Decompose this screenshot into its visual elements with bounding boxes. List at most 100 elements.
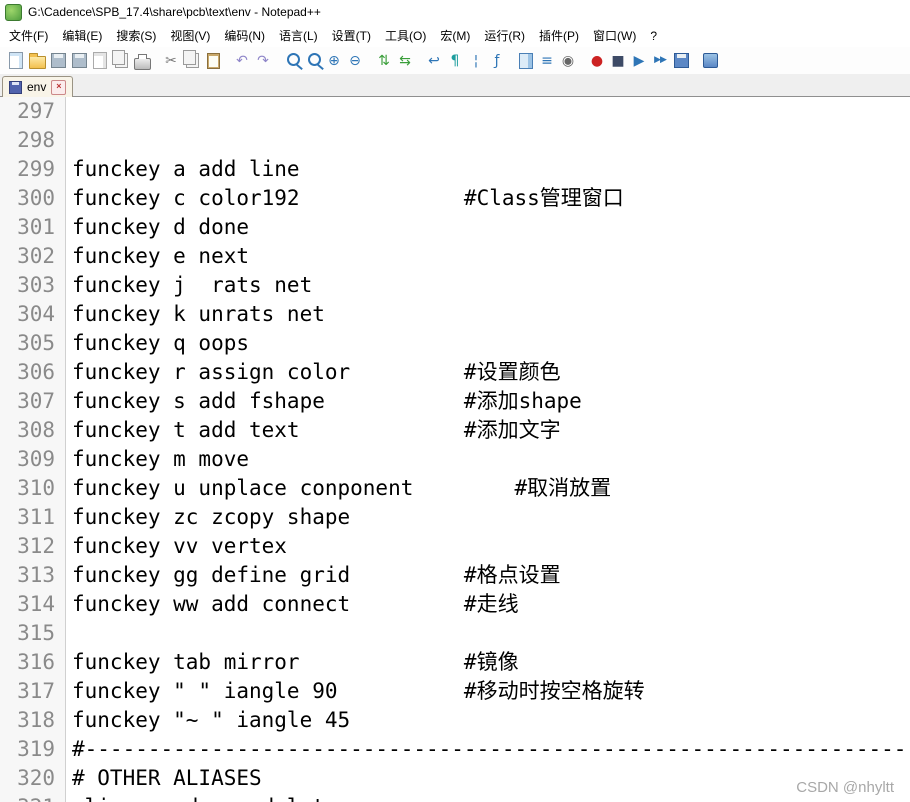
line-text[interactable]: funckey c color192 #Class管理窗口: [72, 186, 624, 210]
indent-guide-icon[interactable]: ¦: [473, 52, 479, 69]
menu-encoding[interactable]: 编码(N): [224, 29, 265, 43]
menu-file[interactable]: 文件(F): [9, 29, 49, 43]
saved-file-icon: [9, 80, 22, 94]
toolbar-separator: [224, 51, 232, 71]
menu-view[interactable]: 视图(V): [170, 29, 211, 43]
print-icon[interactable]: [132, 51, 152, 71]
save-macro-icon[interactable]: [671, 51, 691, 71]
menu-help[interactable]: ?: [650, 28, 658, 43]
line-number: 314: [0, 590, 66, 619]
new-file-icon[interactable]: [6, 51, 26, 71]
menu-search[interactable]: 搜索(S): [116, 29, 157, 43]
line-number: 316: [0, 648, 66, 677]
playback-multiple-icon[interactable]: ▶▶: [654, 55, 667, 65]
line-text[interactable]: funckey e next: [72, 244, 250, 268]
save-icon[interactable]: [48, 51, 68, 71]
sync-scroll-vertical-icon[interactable]: ⇅: [378, 52, 390, 69]
toolbar: ✂ ↶ ↷ ⊕ ⊖ ⇅ ⇆ ↩ ¶ ¦ ƒ ≡ ◉ ● ■ ▶ ▶▶: [0, 47, 910, 74]
line-text[interactable]: [66, 97, 72, 126]
line-text[interactable]: alias d delete: [66, 793, 338, 802]
save-all-icon[interactable]: [69, 51, 89, 71]
paste-icon[interactable]: [203, 51, 223, 71]
line-text[interactable]: funckey gg define grid #格点设置: [72, 563, 561, 587]
record-macro-icon[interactable]: ●: [590, 52, 604, 69]
code-line: 315: [0, 619, 910, 648]
plugin-icon[interactable]: [700, 51, 720, 71]
tab-env[interactable]: env ×: [2, 76, 74, 97]
function-list-icon[interactable]: ƒ: [494, 52, 500, 69]
menu-tools[interactable]: 工具(O): [385, 29, 427, 43]
menu-macro[interactable]: 宏(M): [440, 29, 471, 43]
replace-icon[interactable]: [303, 51, 323, 71]
monitoring-icon[interactable]: ◉: [561, 52, 575, 69]
tab-bar: env ×: [0, 74, 910, 97]
line-number: 320: [0, 764, 66, 793]
line-text[interactable]: # OTHER ALIASES: [72, 766, 262, 790]
menu-plugins[interactable]: 插件(P): [539, 29, 579, 43]
toolbar-separator: [153, 51, 161, 71]
line-text[interactable]: funckey r assign color #设置颜色: [72, 360, 561, 384]
line-text[interactable]: funckey j rats net: [72, 273, 313, 297]
line-number: 298: [0, 126, 66, 155]
line-number: 306: [0, 358, 66, 387]
code-line: 297: [0, 97, 910, 126]
close-all-icon[interactable]: [111, 50, 131, 71]
menu-run[interactable]: 运行(R): [484, 29, 525, 43]
menu-edit[interactable]: 编辑(E): [62, 29, 103, 43]
line-text[interactable]: funckey u unplace conponent #取消放置: [72, 476, 612, 500]
line-text[interactable]: [66, 619, 72, 648]
line-text[interactable]: funckey ww add connect #走线: [72, 592, 519, 616]
line-text[interactable]: funckey zc zcopy shape: [72, 505, 351, 529]
close-file-icon[interactable]: [90, 51, 110, 71]
toolbar-separator: [274, 51, 282, 71]
line-text[interactable]: funckey k unrats net: [72, 302, 325, 326]
line-text[interactable]: funckey d done: [72, 215, 250, 239]
zoom-out-icon[interactable]: ⊖: [349, 52, 361, 69]
open-folder-icon[interactable]: [27, 51, 47, 71]
cut-icon[interactable]: ✂: [165, 52, 177, 69]
line-text[interactable]: funckey a add line: [72, 157, 300, 181]
line-text[interactable]: funckey " " iangle 90 #移动时按空格旋转: [72, 679, 645, 703]
line-number: 311: [0, 503, 66, 532]
word-wrap-icon[interactable]: ↩: [428, 52, 440, 69]
line-text[interactable]: funckey tab mirror #镜像: [72, 650, 519, 674]
window-title: G:\Cadence\SPB_17.4\share\pcb\text\env -…: [28, 5, 321, 19]
document-switcher-icon[interactable]: ≡: [541, 52, 553, 69]
line-text[interactable]: funckey "~ " iangle 45: [72, 708, 351, 732]
redo-icon[interactable]: ↷: [257, 52, 269, 69]
csdn-watermark: CSDN @nhyltt: [796, 779, 894, 796]
line-text[interactable]: funckey m move: [72, 447, 250, 471]
play-macro-icon[interactable]: ▶: [633, 52, 645, 69]
line-number: 301: [0, 213, 66, 242]
line-text[interactable]: funckey s add fshape #添加shape: [72, 389, 582, 413]
tab-close-icon[interactable]: ×: [51, 79, 67, 95]
menu-window[interactable]: 窗口(W): [593, 29, 637, 43]
line-text[interactable]: funckey t add text #添加文字: [72, 418, 561, 442]
line-text[interactable]: funckey q oops: [72, 331, 250, 355]
zoom-in-icon[interactable]: ⊕: [328, 52, 340, 69]
code-line: 298: [0, 126, 910, 155]
copy-icon[interactable]: [182, 50, 202, 71]
line-text[interactable]: #---------------------------------------…: [72, 737, 910, 761]
line-number: 319: [0, 735, 66, 764]
menu-settings[interactable]: 设置(T): [331, 29, 371, 43]
line-number: 305: [0, 329, 66, 358]
menu-language[interactable]: 语言(L): [279, 29, 318, 43]
undo-icon[interactable]: ↶: [236, 52, 248, 69]
stop-macro-icon[interactable]: ■: [611, 52, 625, 69]
find-icon[interactable]: [282, 51, 302, 71]
show-all-characters-icon[interactable]: ¶: [450, 52, 460, 69]
line-text[interactable]: [66, 126, 72, 155]
line-text[interactable]: funckey vv vertex: [72, 534, 287, 558]
document-map-icon[interactable]: [516, 51, 536, 71]
sync-scroll-horizontal-icon[interactable]: ⇆: [399, 52, 411, 69]
line-number: 297: [0, 97, 66, 126]
